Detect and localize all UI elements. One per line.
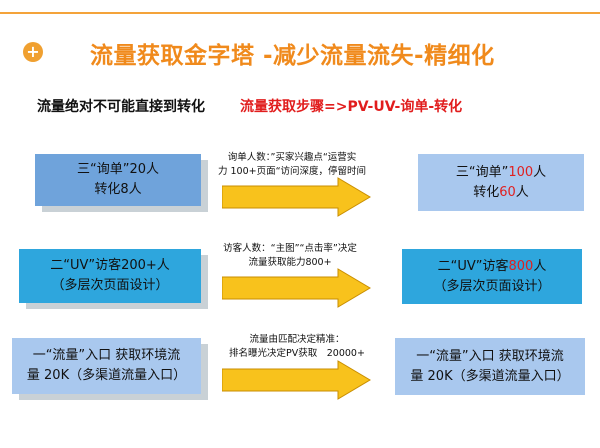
tier3-left-line1: 三“询单”20人 bbox=[76, 162, 159, 177]
tier2-right-line1: 二“UV”访客800人 bbox=[437, 258, 547, 274]
tier2-left-line2: （多层次页面设计） bbox=[51, 278, 169, 293]
tier2-right-line2: （多层次页面设计） bbox=[433, 278, 551, 294]
tier1-left-line2: 量 20K（多渠道流量入口） bbox=[26, 368, 187, 383]
tier1-left-line1: 一“流量”入口 获取环境流 bbox=[32, 348, 181, 363]
tier2-note-line1: 访客人数：“主图”“点击率”决定 bbox=[223, 243, 357, 254]
tier1-right-line1: 一“流量”入口 获取环境流 bbox=[416, 348, 564, 364]
tier1-note: 流量由匹配决定精准： 排名曝光决定PV获取 20000+ bbox=[222, 333, 372, 361]
tier2-left-box: 二“UV”访客200+人 （多层次页面设计） bbox=[19, 249, 201, 303]
tier3-left-line2: 转化8人 bbox=[94, 182, 142, 197]
page-title: 流量获取金字塔 -减少流量流失-精细化 bbox=[90, 43, 495, 69]
tier2-left-line1: 二“UV”访客200+人 bbox=[50, 258, 170, 273]
tier1-left-box: 一“流量”入口 获取环境流 量 20K（多渠道流量入口） bbox=[12, 338, 201, 394]
tier3-right-box: 三“询单”100人 转化60人 bbox=[418, 154, 584, 211]
tier2-note-line2: 流量获取能力800+ bbox=[248, 257, 332, 268]
plus-icon: + bbox=[23, 42, 43, 62]
top-divider bbox=[0, 12, 600, 14]
subtitle-left: 流量绝对不可能直接到转化 bbox=[37, 99, 205, 115]
subtitle-right: 流量获取步骤=>PV-UV-询单-转化 bbox=[240, 99, 463, 115]
tier2-note: 访客人数：“主图”“点击率”决定 流量获取能力800+ bbox=[205, 242, 375, 270]
tier3-arrow-icon bbox=[222, 177, 371, 217]
tier1-note-line2: 排名曝光决定PV获取 20000+ bbox=[229, 348, 365, 359]
tier3-note-line1: 询单人数：”买家兴趣点“运营实 bbox=[227, 152, 357, 163]
tier1-arrow-icon bbox=[222, 360, 371, 400]
tier3-right-line2: 转化60人 bbox=[473, 184, 529, 200]
tier1-right-box: 一“流量”入口 获取环境流 量 20K（多渠道流量入口） bbox=[395, 338, 585, 395]
tier1-right-line2: 量 20K（多渠道流量入口） bbox=[410, 368, 570, 384]
tier2-right-box: 二“UV”访客800人 （多层次页面设计） bbox=[402, 249, 582, 304]
tier3-note: 询单人数：”买家兴趣点“运营实 力 100+页面“访问深度，停留时间 bbox=[212, 151, 372, 179]
tier3-right-line1: 三“询单”100人 bbox=[455, 164, 547, 180]
tier3-note-line2: 力 100+页面“访问深度，停留时间 bbox=[217, 166, 367, 177]
tier1-note-line1: 流量由匹配决定精准： bbox=[249, 334, 345, 345]
tier2-arrow-icon bbox=[222, 268, 371, 308]
tier3-left-box: 三“询单”20人 转化8人 bbox=[35, 154, 201, 206]
